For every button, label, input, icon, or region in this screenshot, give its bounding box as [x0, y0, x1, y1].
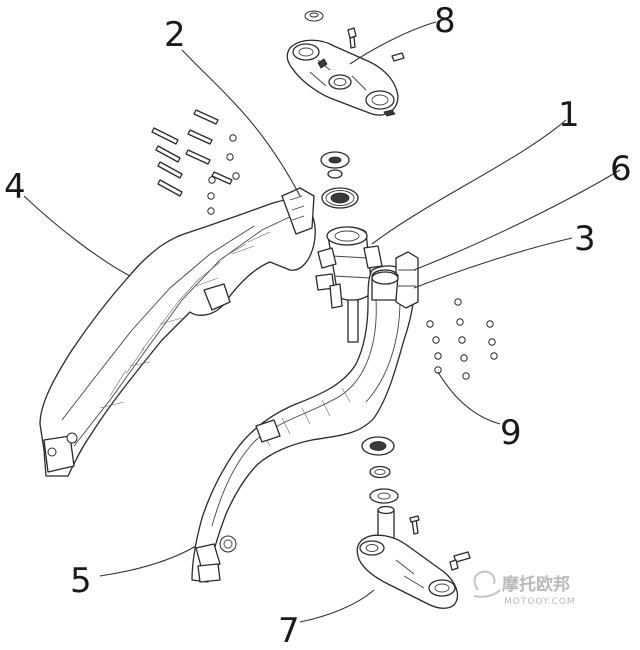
watermark: 摩托欧邦 MOTOOY.COM: [473, 570, 576, 607]
callout-6: 6: [610, 149, 632, 189]
lower-triple-clamp: [356, 505, 471, 609]
right-frame-beam: [191, 251, 419, 583]
right-nut-set: [426, 298, 498, 380]
callout-9: 9: [500, 413, 522, 453]
callout-labels: 1 2 3 4 5 6 7 8 9: [4, 1, 632, 650]
watermark-logo-icon: [473, 570, 501, 598]
upper-triple-clamp: [286, 10, 405, 117]
callout-3: 3: [574, 219, 596, 259]
callout-2: 2: [164, 15, 186, 55]
watermark-text: 摩托欧邦: [502, 574, 570, 595]
lower-bearing-stack: [361, 436, 399, 504]
callout-1: 1: [558, 95, 580, 135]
watermark-subtext: MOTOOY.COM: [504, 597, 576, 607]
left-bolt-set: [151, 109, 240, 215]
upper-bearing-stack: [320, 151, 359, 209]
callout-8: 8: [434, 1, 456, 41]
callout-7: 7: [278, 611, 300, 650]
steering-head: [315, 226, 383, 343]
callout-4: 4: [4, 167, 26, 207]
leader-lines: [23, 21, 621, 623]
callout-5: 5: [70, 561, 92, 601]
left-frame-beam: [39, 187, 316, 477]
